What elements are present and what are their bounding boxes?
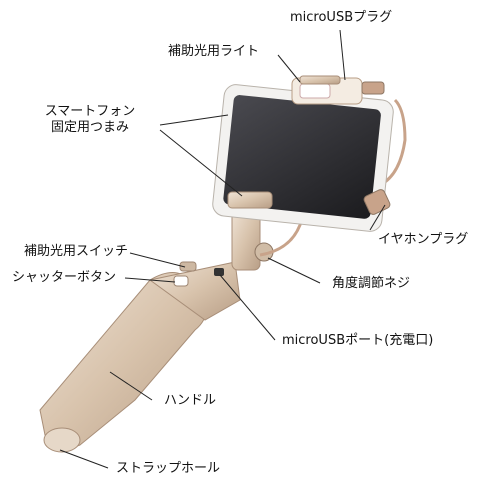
phone-clamp-label: スマートフォン 固定用つまみ [28,104,152,136]
shutter-button-label: シャッターボタン [12,270,117,285]
micro-usb-plug-label: microUSBプラグ [290,10,393,25]
aux-light-switch-label: 補助光用スイッチ [24,244,129,259]
earphone-plug-label: イヤホンプラグ [378,232,469,247]
phone-clamp-label-line2: 固定用つまみ [50,120,129,135]
aux-light-switch-part [179,261,197,272]
micro-usb-port-label: microUSBポート(充電口) [282,333,434,348]
usb-port-part [214,268,224,276]
handle-body [39,261,241,453]
angle-screw-label: 角度調節ネジ [332,276,411,291]
leader-lines [59,29,386,469]
strap-hole-label: ストラップホール [116,461,221,476]
phone-screen [223,95,381,219]
micro-usb-plug-part [361,81,385,95]
handle-label: ハンドル [164,393,217,408]
aux-light-label: 補助光用ライト [168,44,260,59]
phone-clamp-label-line1: スマートフォン [44,104,136,119]
aux-light-part [299,83,331,99]
shutter-button-part [173,275,189,287]
